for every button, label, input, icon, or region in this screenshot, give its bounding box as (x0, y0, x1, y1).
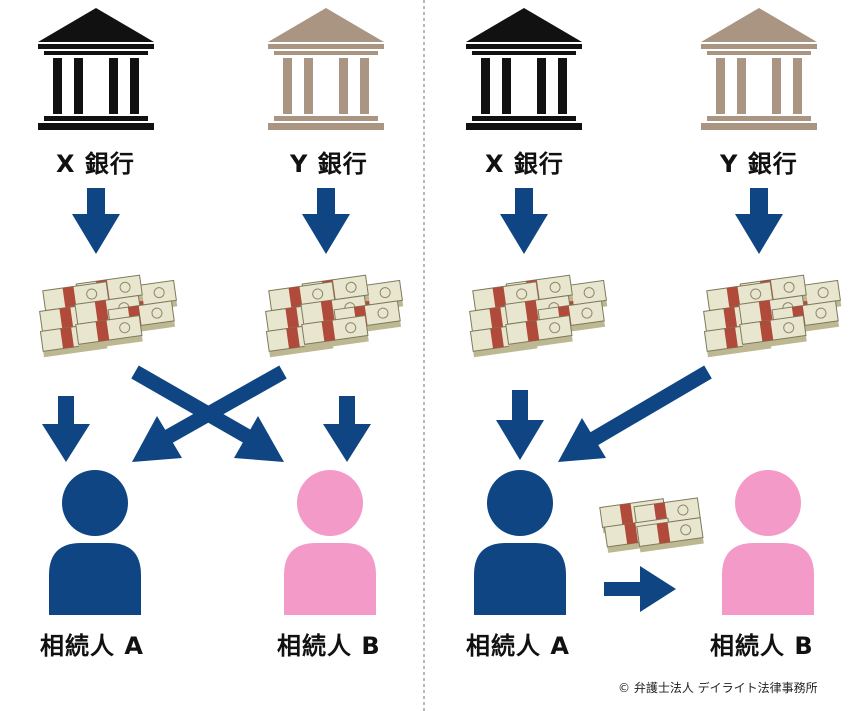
money-stack-icon (40, 275, 178, 357)
money-stack-icon (266, 275, 404, 357)
transfer-arrow-a-to-b (604, 566, 676, 612)
arrow-money-to-heir-a (42, 396, 90, 462)
heir-a-person-icon (49, 470, 141, 615)
copyright-notice: © 弁護士法人 デイライト法律事務所 (618, 681, 818, 695)
cross-arrow-head (234, 416, 284, 462)
cross-arrow-shaft (162, 365, 287, 445)
bank-x-icon (466, 8, 582, 130)
diagonal-arrow-head (558, 418, 606, 462)
bank-y-label: Y 銀行 (290, 150, 368, 178)
arrow-money-to-heir-b (323, 396, 371, 462)
heir-b-person-icon (722, 470, 814, 615)
arrow-money-to-heir-a (496, 390, 544, 460)
diagonal-arrow-shaft (588, 365, 712, 447)
heir-a-label: 相続人 A (40, 632, 144, 660)
cross-arrow-shaft (131, 365, 254, 445)
arrow-bank-x-to-money (72, 188, 120, 254)
bank-y-icon (701, 8, 817, 130)
bank-y-icon (268, 8, 384, 130)
heir-a-label: 相続人 A (466, 632, 570, 660)
heir-b-person-icon (284, 470, 376, 615)
money-stack-small-icon (600, 498, 704, 553)
heir-a-person-icon (474, 470, 566, 615)
cross-arrow-head (132, 416, 182, 462)
bank-x-icon (38, 8, 154, 130)
arrow-bank-x-to-money (500, 188, 548, 254)
arrow-bank-y-to-money (735, 188, 783, 254)
money-stack-icon (704, 275, 842, 357)
arrow-bank-y-to-money (302, 188, 350, 254)
money-stack-icon (470, 275, 608, 357)
bank-y-label: Y 銀行 (720, 150, 798, 178)
bank-x-label: X 銀行 (485, 150, 564, 178)
bank-x-label: X 銀行 (56, 150, 135, 178)
heir-b-label: 相続人 B (710, 632, 814, 660)
heir-b-label: 相続人 B (277, 632, 381, 660)
